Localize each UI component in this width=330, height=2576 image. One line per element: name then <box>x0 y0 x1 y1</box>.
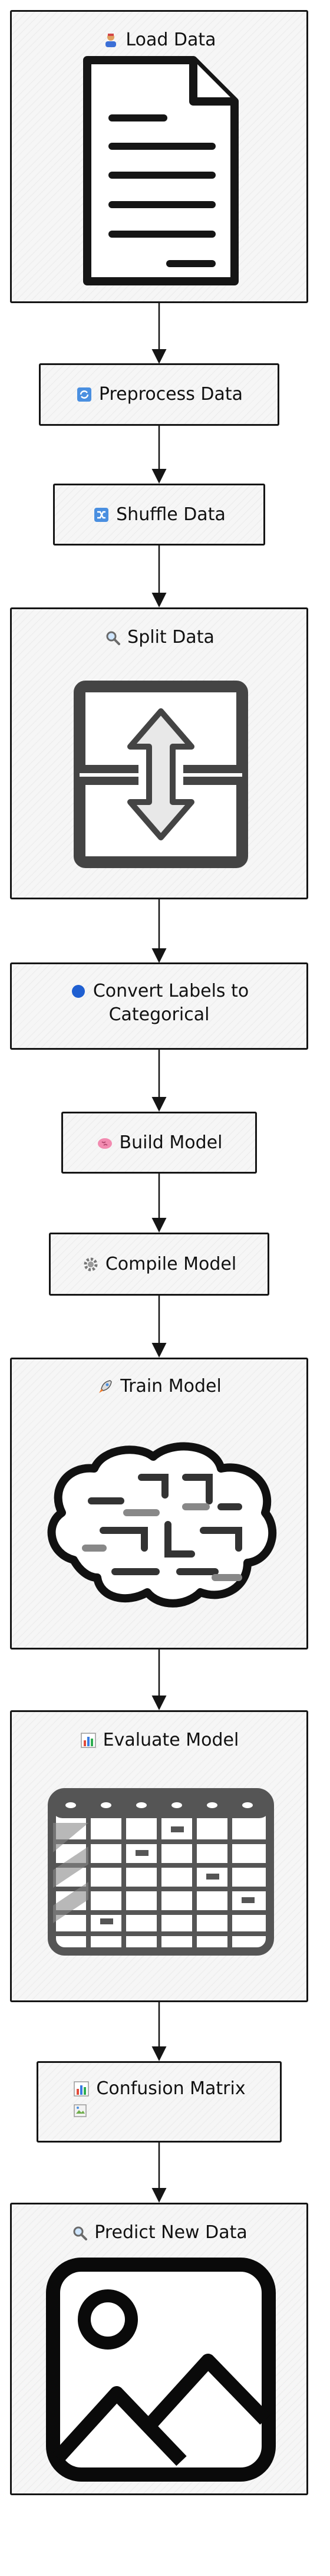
node-train-model: Train Model <box>10 1358 308 1650</box>
blue-circle-icon <box>70 983 87 1000</box>
node-preprocess-data-label: Preprocess Data <box>98 384 243 405</box>
bar-chart-icon <box>72 2080 90 2098</box>
brain-icon <box>96 1134 114 1152</box>
node-confusion-matrix-label: Confusion Matrix <box>96 2078 246 2099</box>
refresh-icon <box>75 386 93 403</box>
magnifier-icon <box>71 2224 88 2242</box>
node-evaluate-model-label: Evaluate Model <box>103 1730 239 1750</box>
magnifier-icon <box>104 629 121 646</box>
image-icon <box>46 2258 276 2482</box>
node-confusion-matrix: Confusion Matrix <box>37 2061 282 2143</box>
node-build-model: Build Model <box>61 1112 257 1174</box>
node-build-model-label: Build Model <box>119 1132 223 1153</box>
node-preprocess-data: Preprocess Data <box>39 363 279 426</box>
node-compile-model-label: Compile Model <box>105 1254 237 1274</box>
split-arrows-icon <box>74 681 248 868</box>
person-icon <box>102 31 120 49</box>
node-train-model-label: Train Model <box>120 1376 222 1397</box>
node-split-data-label: Split Data <box>127 627 214 648</box>
node-evaluate-model: Evaluate Model <box>10 1710 308 2002</box>
gear-icon <box>82 1256 100 1273</box>
table-grid-icon <box>48 1788 274 1956</box>
node-convert-labels-line2: Categorical <box>108 1004 210 1025</box>
node-compile-model: Compile Model <box>49 1233 269 1296</box>
shuffle-icon <box>93 506 110 524</box>
document-icon <box>83 56 239 285</box>
node-load-data-label: Load Data <box>126 29 216 50</box>
node-load-data: Load Data <box>10 10 308 303</box>
rocket-icon <box>97 1378 114 1395</box>
node-shuffle-data-label: Shuffle Data <box>116 504 226 525</box>
node-convert-labels: Convert Labels to Categorical <box>10 962 308 1050</box>
broken-image-icon <box>74 2104 87 2117</box>
bar-chart-icon <box>80 1731 97 1749</box>
node-predict-new-data: Predict New Data <box>10 2203 308 2495</box>
node-split-data: Split Data <box>10 607 308 899</box>
node-convert-labels-line1: Convert Labels to <box>93 981 249 1001</box>
node-shuffle-data: Shuffle Data <box>53 484 265 546</box>
node-predict-new-data-label: Predict New Data <box>94 2222 248 2243</box>
brain-circuit-icon <box>47 1442 277 1608</box>
